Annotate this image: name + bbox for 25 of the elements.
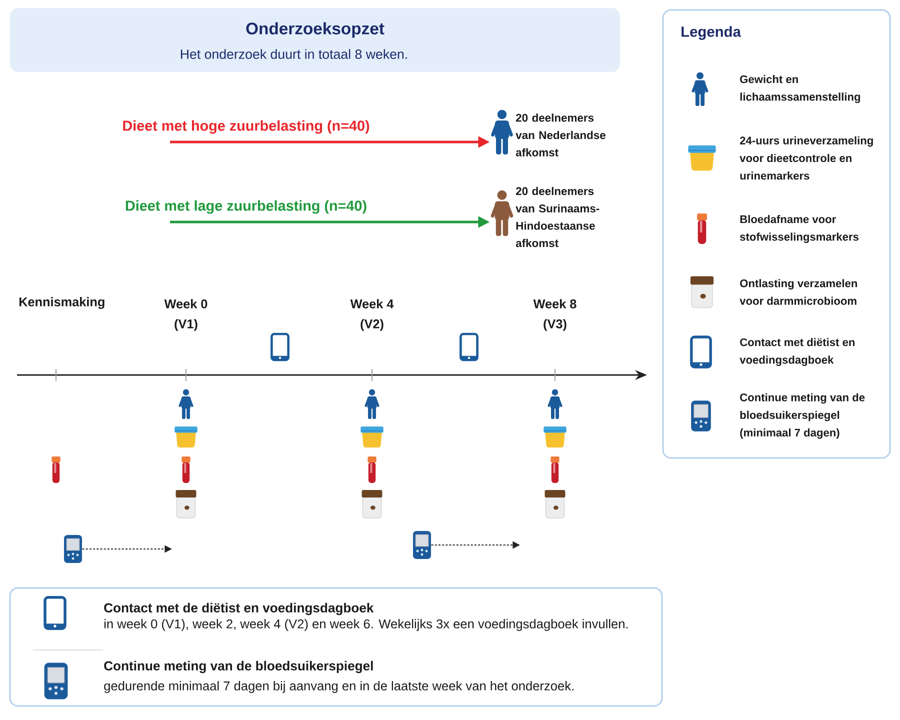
note-heading: Continue meting van de bloedsuikerspiegel [104,660,373,674]
legend-text: Gewicht en lichaamssamenstelling [740,75,860,103]
participant-label: 20 deelnemers van Surinaams-Hindoestaanse afkomst [516,186,600,248]
legend-title: Legenda [682,26,741,40]
title: Onderzoeksopzet [246,22,384,38]
title-banner [10,8,620,72]
glucose-meter-icon [413,531,431,559]
participant-label: 20 deelnemers van Nederlandse afkomst [516,114,606,156]
legend-text: Bloedafname voor stofwisselingsmarkers [740,215,858,243]
note-text: in week 0 (V1), week 2, week 4 (V2) en week 6. Wekelijks 3x een voedingsdagboek invullen. [104,619,628,631]
edge-label: Dieet met hoge zuurbelasting (n=40) [123,120,370,134]
legend-text: 24-uurs urineverzameling voor dieetcontrole en urinemarkers [740,136,873,180]
edge-label: Dieet met lage zuurbelasting (n=40) [126,200,366,214]
timepoint-label: Week 0 (V1) [164,299,208,331]
info-panel [9,587,663,707]
legend-text: Continue meting van de bloedsuikerspiegel (minimaal 7 dagen) [740,393,865,439]
timepoint-label: Kennismaking [19,297,104,309]
note-text: gedurende minimaal 7 dagen bij aanvang en in de laatste week van het onderzoek. [104,681,574,693]
timepoint-label: Week 4 (V2) [350,299,394,331]
glucose-meter-icon [64,535,82,563]
legend-text: Ontlasting verzamelen voor darmmicrobioom [740,279,857,305]
note-heading: Contact met de diëtist en voedingsdagboek [104,602,374,616]
timepoint-label: Week 8 (V3) [533,299,576,331]
subtitle: Het onderzoek duurt in totaal 8 weken. [180,49,407,59]
legend-text: Contact met diëtist en voedingsdagboek [740,338,854,366]
